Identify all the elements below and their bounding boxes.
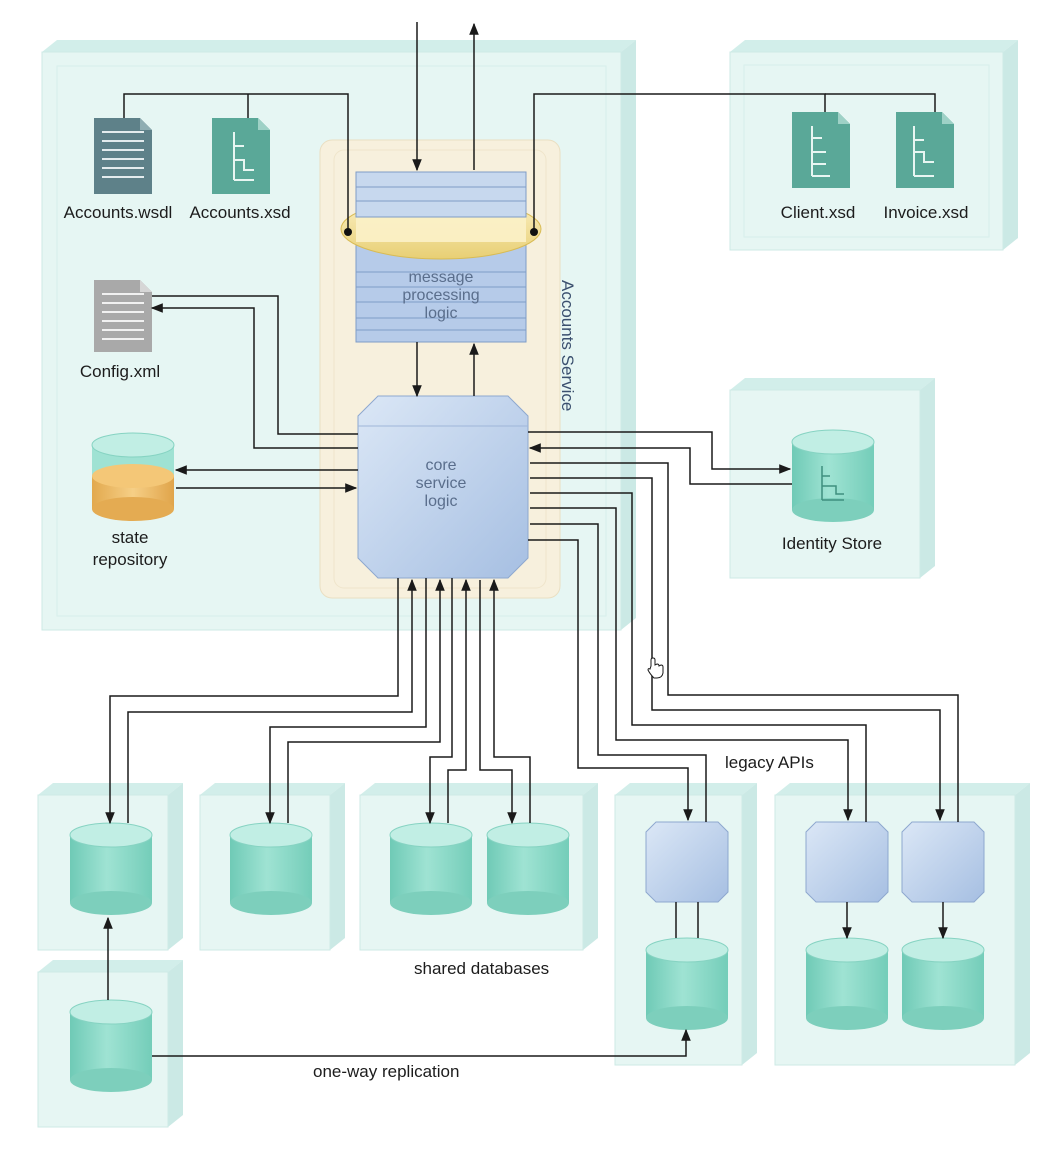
- message-processing-label-1: message: [409, 269, 474, 286]
- hand-pointer-icon: [647, 657, 664, 679]
- database-icon: [389, 822, 473, 915]
- core-service-label-3: logic: [425, 493, 458, 510]
- database-icon: [901, 937, 985, 1030]
- message-ring: [340, 171, 542, 260]
- message-processing-label-2: processing: [402, 287, 479, 304]
- database-icon: [645, 937, 729, 1030]
- identity-store-icon: [791, 429, 875, 522]
- accounts-service-label: Accounts Service: [558, 280, 577, 411]
- accounts-xsd-document-icon: [212, 118, 270, 194]
- invoice-xsd-document-icon: [896, 112, 954, 188]
- client-xsd-document-icon: [792, 112, 850, 188]
- database-icon: [229, 822, 313, 915]
- state-repository-icon: [91, 432, 175, 521]
- client-xsd-label: Client.xsd: [781, 203, 856, 222]
- legacy-api-block: [805, 821, 889, 903]
- accounts-wsdl-label: Accounts.wsdl: [64, 203, 173, 222]
- one-way-replication-label: one-way replication: [313, 1062, 459, 1081]
- connector-lines: [103, 22, 959, 1057]
- config-document-icon: [94, 280, 152, 352]
- legacy-api-block: [901, 821, 985, 903]
- accounts-xsd-label: Accounts.xsd: [189, 203, 290, 222]
- core-service-label-2: service: [416, 475, 467, 492]
- config-xml-label: Config.xml: [80, 362, 160, 381]
- connector-dot: [344, 228, 538, 236]
- database-icon: [69, 999, 153, 1092]
- core-service-block: [357, 395, 529, 579]
- schema-container: [729, 40, 1018, 251]
- database-icon: [69, 822, 153, 915]
- state-repository-label-1: state: [112, 528, 149, 547]
- state-repository-label-2: repository: [93, 550, 168, 569]
- identity-store-label: Identity Store: [782, 534, 882, 553]
- core-service-label-1: core: [425, 457, 456, 474]
- legacy-apis-label: legacy APIs: [725, 753, 814, 772]
- invoice-xsd-label: Invoice.xsd: [883, 203, 968, 222]
- shared-databases-label: shared databases: [414, 959, 549, 978]
- message-processing-label-3: logic: [425, 305, 458, 322]
- wsdl-document-icon: [94, 118, 152, 194]
- legacy-api-block: [645, 821, 729, 903]
- database-icon: [486, 822, 570, 915]
- database-icon: [805, 937, 889, 1030]
